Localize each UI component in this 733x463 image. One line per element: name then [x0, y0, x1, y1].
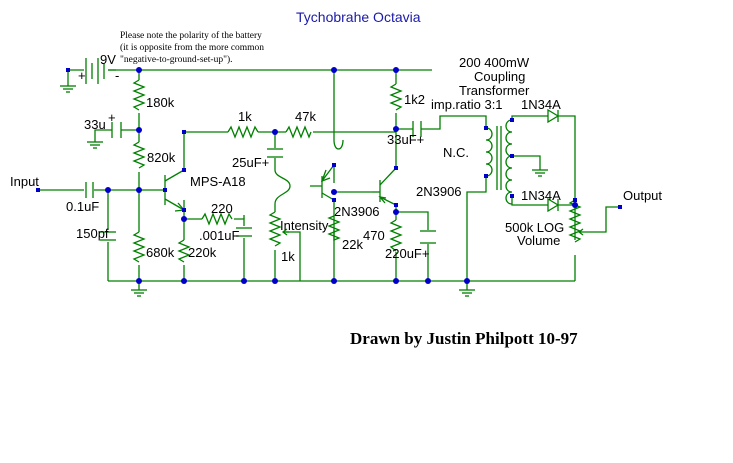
label-150pf: 150pf: [76, 226, 109, 241]
label-9v: 9V: [100, 52, 116, 67]
capacitor-33uf-out: [412, 121, 422, 137]
capacitor-.001uf: [236, 227, 252, 237]
label-intensity: Intensity: [280, 218, 329, 233]
label-47k: 47k: [295, 109, 316, 124]
battery-note-line-1: Please note the polarity of the battery: [120, 30, 262, 41]
q2-base-wire: [310, 165, 335, 187]
diode-1: [547, 108, 560, 124]
label-battery-plus: +: [78, 68, 86, 83]
c33uf-out-wire: [396, 115, 487, 130]
label-220: 220: [211, 201, 233, 216]
resistor-680k: [132, 231, 146, 263]
label-battery-minus: -: [115, 68, 119, 83]
resistor-22k: [327, 215, 341, 241]
c25uf-wire: [274, 132, 291, 205]
intensity-pot: [268, 211, 282, 247]
label-1n34a-top: 1N34A: [521, 97, 561, 112]
label-470: 470: [363, 228, 385, 243]
label-33u-plus: +: [108, 110, 116, 125]
label-1k-pot: 1k: [281, 249, 295, 264]
ground-symbol-xfmr: [459, 289, 475, 297]
resistor-470: [389, 219, 403, 252]
label-input: Input: [10, 174, 39, 189]
label-volume: Volume: [517, 233, 560, 248]
label-22k: 22k: [342, 237, 363, 252]
label-1n34a-bottom: 1N34A: [521, 188, 561, 203]
label-nc: N.C.: [443, 145, 469, 160]
credit-line: Drawn by Justin Philpott 10-97: [350, 329, 578, 348]
transistor-q1: [164, 169, 186, 212]
resistor-1k: [227, 125, 259, 139]
c220uf-wire: [396, 211, 429, 281]
ground-symbol-ct: [532, 169, 548, 177]
transistor-q3: [372, 167, 397, 206]
ground-symbol-battery: [60, 85, 76, 93]
volume-pot-wiper: [577, 228, 585, 236]
resistor-47k: [285, 125, 312, 139]
label-.001uf: .001uF: [199, 228, 240, 243]
capacitor-150pf: [100, 231, 116, 241]
transformer: [485, 119, 513, 205]
ground-symbol-c33u: [87, 141, 103, 149]
q2-collector-crossover: [333, 70, 344, 150]
resistor-1k2: [389, 83, 403, 111]
label-mps-a18: MPS-A18: [190, 174, 246, 189]
label-820k: 820k: [147, 150, 176, 165]
label-2n3906-q2: 2N3906: [334, 204, 380, 219]
capacitor-220uf: [420, 230, 436, 244]
resistor-820k: [132, 141, 146, 169]
xfmr-primary-wire: [466, 176, 487, 290]
battery: [85, 58, 105, 84]
resistor-180k: [132, 79, 146, 111]
output-wire: [585, 206, 620, 233]
capacitor-25uf: [267, 148, 283, 158]
diode-2: [547, 197, 560, 213]
label-33uf-out: 33uF+: [387, 132, 424, 147]
label-220uf: 220uF+: [385, 246, 429, 261]
label-0.1uf: 0.1uF: [66, 199, 99, 214]
resistor-220k: [177, 239, 191, 263]
label-transformer: Transformer: [459, 83, 530, 98]
q1-collector-wire: [183, 131, 396, 170]
label-2n3906-q3: 2N3906: [416, 184, 462, 199]
label-680k: 680k: [146, 245, 175, 260]
resistor-220: [201, 212, 233, 226]
label-180k: 180k: [146, 95, 175, 110]
junction-dots: [105, 67, 578, 284]
page-title: Tychobrahe Octavia: [296, 9, 421, 25]
label-output: Output: [623, 188, 662, 203]
connection-pins: [36, 68, 622, 212]
label-1k2: 1k2: [404, 92, 425, 107]
label-500k-log: 500k LOG: [505, 220, 564, 235]
battery-note-line-3: "negative-to-ground-set-up").: [120, 54, 232, 65]
battery-note-line-2: (it is opposite from the more common: [120, 42, 264, 53]
label-coupling: Coupling: [474, 69, 525, 84]
label-imp-ratio: imp.ratio 3:1: [431, 97, 503, 112]
label-220k: 220k: [188, 245, 217, 260]
ground-symbol-main: [131, 289, 147, 297]
label-33u: 33u: [84, 117, 106, 132]
label-200-400mw: 200 400mW: [459, 55, 530, 70]
transistor-q2: [320, 164, 335, 201]
capacitor-0.1uf: [85, 182, 94, 198]
label-1k: 1k: [238, 109, 252, 124]
volume-pot: [568, 199, 582, 243]
intensity-pot-wiper: [281, 228, 289, 236]
capacitor-33u: [111, 122, 122, 138]
label-25uf: 25uF+: [232, 155, 269, 170]
